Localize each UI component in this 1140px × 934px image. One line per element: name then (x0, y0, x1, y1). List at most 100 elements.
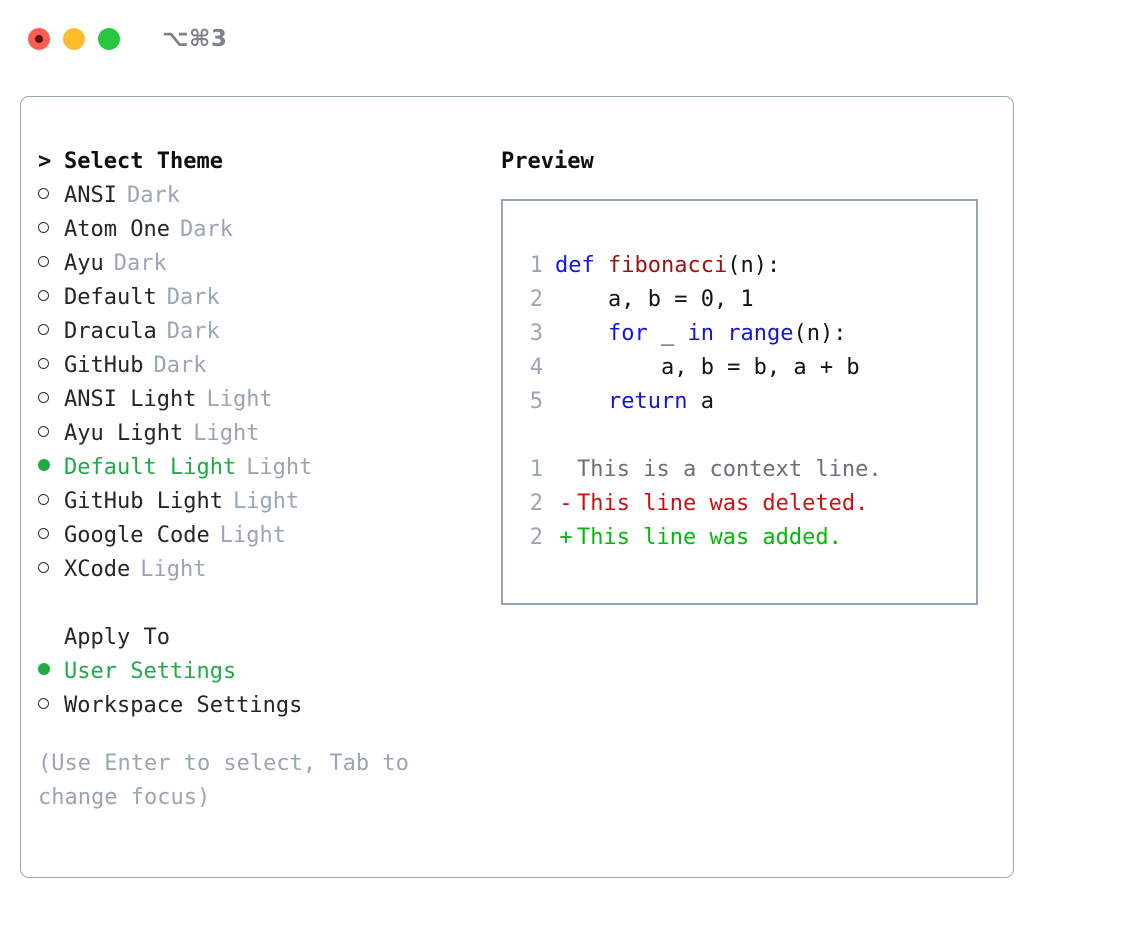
theme-variant: Light (232, 489, 300, 514)
theme-name: Default Light (64, 455, 237, 480)
theme-option-ayu-light[interactable]: Ayu Light Light (38, 417, 478, 451)
code-line: 5 return a (519, 385, 970, 419)
theme-name: Ayu Light (64, 421, 184, 446)
theme-variant: Dark (166, 285, 220, 310)
code-sample: 1 def fibonacci(n): 2 a, b = 0, 1 3 for … (519, 249, 970, 555)
diff-line-added: 2 +This line was added. (519, 521, 970, 555)
diff-line-context: 1 This is a context line. (519, 453, 970, 487)
theme-variant: Light (206, 387, 273, 412)
title-bar: ⌥⌘3 (0, 0, 1140, 78)
diff-sign: + (559, 525, 573, 550)
radio-unselected-icon[interactable] (38, 485, 64, 519)
theme-option-ayu-dark[interactable]: Ayu Dark (38, 247, 478, 281)
theme-name: ANSI (64, 183, 117, 208)
theme-option-dracula-dark[interactable]: Dracula Dark (38, 315, 478, 349)
radio-unselected-icon[interactable] (38, 383, 64, 417)
preview-box: 1 def fibonacci(n): 2 a, b = 0, 1 3 for … (501, 199, 978, 605)
close-window-button[interactable] (28, 28, 50, 50)
minimize-window-button[interactable] (63, 28, 85, 50)
code-content: a, b = 0, 1 (555, 287, 754, 312)
line-number: 2 (529, 287, 543, 312)
theme-option-default-dark[interactable]: Default Dark (38, 281, 478, 315)
theme-variant: Light (219, 523, 286, 548)
diff-line-deleted: 2 -This line was deleted. (519, 487, 970, 521)
code-content: def fibonacci(n): (555, 253, 781, 278)
theme-option-ansi-light[interactable]: ANSI Light Light (38, 383, 478, 417)
theme-option-ansi-dark[interactable]: ANSI Dark (38, 179, 478, 213)
theme-variant: Light (246, 455, 313, 480)
theme-option-default-light[interactable]: Default Light Light (38, 451, 478, 485)
theme-variant: Dark (126, 183, 180, 208)
radio-unselected-icon[interactable] (38, 417, 64, 451)
preview-column: Preview 1 def fibonacci(n): 2 a, b = 0, … (501, 145, 991, 605)
diff-text: This is a context line. (577, 457, 882, 482)
theme-option-github-dark[interactable]: GitHub Dark (38, 349, 478, 383)
code-line: 3 for _ in range(n): (519, 317, 970, 351)
line-number: 3 (529, 321, 543, 346)
radio-unselected-icon[interactable] (38, 247, 64, 281)
preview-title: Preview (501, 149, 594, 174)
code-line: 2 a, b = 0, 1 (519, 283, 970, 317)
diff-sign (555, 453, 577, 487)
radio-unselected-icon[interactable] (38, 281, 64, 315)
radio-selected-icon[interactable] (38, 451, 64, 485)
theme-variant: Light (193, 421, 260, 446)
select-theme-header: > Select Theme (38, 145, 478, 179)
line-number: 5 (529, 389, 543, 414)
window-title: ⌥⌘3 (162, 26, 228, 52)
apply-to-option-workspace-settings[interactable]: Workspace Settings (38, 689, 478, 723)
theme-option-google-code[interactable]: Google Code Light (38, 519, 478, 553)
theme-name: Ayu (64, 251, 104, 276)
theme-variant: Dark (166, 319, 220, 344)
radio-unselected-icon[interactable] (38, 315, 64, 349)
code-content: a, b = b, a + b (555, 355, 860, 380)
diff-gap (519, 419, 970, 453)
line-number: 4 (529, 355, 543, 380)
diff-sign: - (559, 491, 573, 516)
radio-unselected-icon[interactable] (38, 689, 64, 723)
theme-variant: Dark (113, 251, 167, 276)
theme-option-xcode[interactable]: XCode Light (38, 553, 478, 587)
line-number: 1 (529, 457, 543, 482)
prompt-caret-icon: > (38, 149, 52, 174)
apply-to-label: Workspace Settings (64, 693, 303, 718)
apply-to-header: . Apply To (38, 621, 478, 655)
theme-option-atom-one-dark[interactable]: Atom One Dark (38, 213, 478, 247)
line-number: 1 (529, 253, 543, 278)
theme-variant: Dark (153, 353, 207, 378)
spacer-marker: . (38, 621, 64, 655)
main-panel: > Select Theme ANSI Dark Atom One Dark A… (20, 96, 1014, 878)
theme-name: XCode (64, 557, 131, 582)
radio-unselected-icon[interactable] (38, 179, 64, 213)
theme-name: Default (64, 285, 157, 310)
code-line: 4 a, b = b, a + b (519, 351, 970, 385)
theme-name: GitHub (64, 353, 144, 378)
radio-selected-icon[interactable] (38, 655, 64, 689)
apply-to-title: Apply To (64, 625, 170, 650)
theme-name: Google Code (64, 523, 210, 548)
select-theme-title: Select Theme (64, 149, 223, 174)
apply-to-label: User Settings (64, 659, 237, 684)
theme-variant: Dark (179, 217, 233, 242)
radio-unselected-icon[interactable] (38, 213, 64, 247)
theme-option-github-light[interactable]: GitHub Light Light (38, 485, 478, 519)
radio-unselected-icon[interactable] (38, 349, 64, 383)
code-line: 1 def fibonacci(n): (519, 249, 970, 283)
keyboard-hint-text: (Use Enter to select, Tab to change focu… (38, 751, 409, 810)
radio-unselected-icon[interactable] (38, 519, 64, 553)
code-content: for _ in range(n): (607, 321, 847, 346)
theme-name: Dracula (64, 319, 157, 344)
line-number: 2 (529, 491, 543, 516)
theme-list-column: > Select Theme ANSI Dark Atom One Dark A… (38, 145, 478, 723)
theme-name: ANSI Light (64, 387, 197, 412)
maximize-window-button[interactable] (98, 28, 120, 50)
diff-text: This line was added. (577, 525, 842, 550)
section-spacer (38, 587, 478, 621)
radio-unselected-icon[interactable] (38, 553, 64, 587)
theme-variant: Light (140, 557, 207, 582)
theme-name: Atom One (64, 217, 170, 242)
apply-to-option-user-settings[interactable]: User Settings (38, 655, 478, 689)
theme-name: GitHub Light (64, 489, 223, 514)
diff-text: This line was deleted. (577, 491, 869, 516)
